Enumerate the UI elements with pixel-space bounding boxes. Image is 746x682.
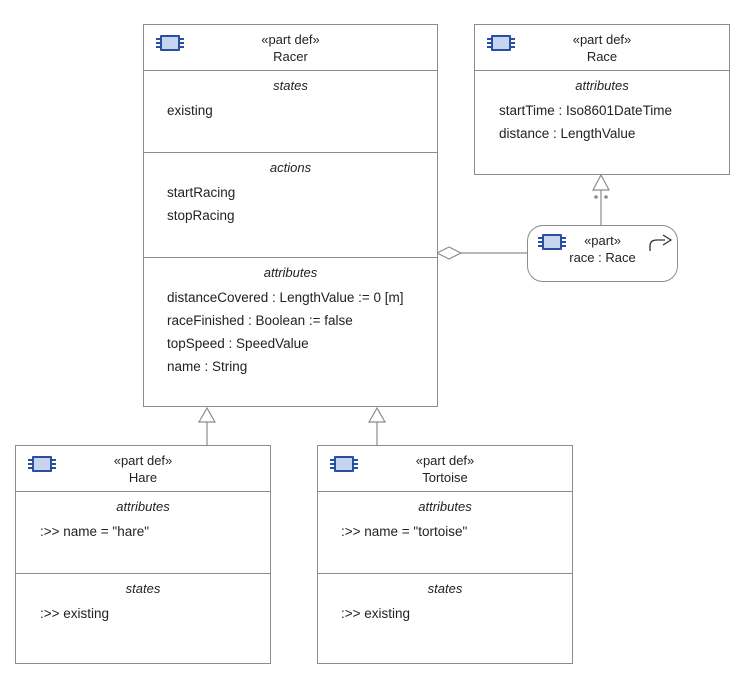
hare-part-def[interactable]: «part def» Hare attributes :>> name = "h…: [15, 445, 271, 664]
racer-attribute-item[interactable]: topSpeed : SpeedValue: [167, 336, 309, 351]
tortoise-attributes-section: attributes :>> name = "tortoise": [318, 491, 572, 574]
hare-attributes-title: attributes: [116, 499, 170, 514]
race-name: Race: [586, 49, 618, 64]
part-def-icon: [330, 456, 358, 472]
racer-attributes-section: attributes distanceCovered : LengthValue…: [144, 257, 437, 408]
tortoise-part-def[interactable]: «part def» Tortoise attributes :>> name …: [317, 445, 573, 664]
racer-stereotype: «part def»: [261, 32, 320, 47]
tortoise-stereotype: «part def»: [415, 453, 475, 468]
race-attributes-title: attributes: [575, 78, 629, 93]
race-part-usage[interactable]: «part» race : Race: [527, 225, 678, 282]
race-usage-stereotype: «part»: [584, 233, 621, 248]
racer-attribute-item[interactable]: name : String: [167, 359, 248, 374]
racer-attribute-item[interactable]: distanceCovered : LengthValue := 0 [m]: [167, 290, 404, 305]
part-def-icon: [487, 35, 515, 51]
racer-header: «part def» Racer: [144, 25, 437, 71]
tortoise-attribute-item[interactable]: :>> name = "tortoise": [341, 524, 468, 539]
hare-header: «part def» Hare: [16, 446, 270, 492]
racer-actions-title: actions: [269, 160, 312, 175]
hare-states-title: states: [125, 581, 161, 596]
racer-name: Racer: [273, 49, 308, 64]
hare-state-item[interactable]: :>> existing: [40, 606, 110, 621]
race-attributes-section: attributes startTime : Iso8601DateTime d…: [475, 70, 729, 176]
race-usage-name: race : Race: [569, 250, 636, 265]
racer-action-item[interactable]: startRacing: [167, 185, 236, 200]
hare-attribute-item[interactable]: :>> name = "hare": [40, 524, 150, 539]
tortoise-states-section: states :>> existing: [318, 573, 572, 664]
tortoise-state-item[interactable]: :>> existing: [341, 606, 411, 621]
race-stereotype: «part def»: [572, 32, 632, 47]
racer-attribute-item[interactable]: raceFinished : Boolean := false: [167, 313, 353, 328]
hare-name: Hare: [128, 470, 158, 485]
part-def-icon: [156, 35, 184, 51]
racer-states-title: states: [273, 78, 308, 93]
reference-arrow-icon: [649, 234, 673, 251]
hare-attributes-section: attributes :>> name = "hare": [16, 491, 270, 574]
race-usage-header: «part» race : Race: [528, 226, 677, 266]
tortoise-attributes-title: attributes: [418, 499, 472, 514]
composition-diamond: [435, 246, 463, 260]
part-def-icon: [28, 456, 56, 472]
tortoise-header: «part def» Tortoise: [318, 446, 572, 492]
hare-states-section: states :>> existing: [16, 573, 270, 664]
racer-part-def[interactable]: «part def» Racer states existing actions…: [143, 24, 438, 407]
definition-dot-left: [594, 195, 598, 199]
definition-dot-right: [604, 195, 608, 199]
hare-generalization-arrowhead: [197, 406, 217, 423]
race-definition-arrowhead: [592, 173, 610, 191]
racer-state-item[interactable]: existing: [167, 103, 213, 118]
racer-states-section: states existing: [144, 70, 437, 153]
racer-action-item[interactable]: stopRacing: [167, 208, 235, 223]
hare-stereotype: «part def»: [113, 453, 173, 468]
race-attribute-item[interactable]: distance : LengthValue: [499, 126, 636, 141]
race-part-def[interactable]: «part def» Race attributes startTime : I…: [474, 24, 730, 175]
tortoise-states-title: states: [427, 581, 463, 596]
tortoise-name: Tortoise: [422, 470, 468, 485]
tortoise-generalization-arrowhead: [367, 406, 387, 423]
race-header: «part def» Race: [475, 25, 729, 71]
part-usage-icon: [538, 234, 566, 250]
racer-attributes-title: attributes: [263, 265, 318, 280]
racer-actions-section: actions startRacing stopRacing: [144, 152, 437, 258]
race-attribute-item[interactable]: startTime : Iso8601DateTime: [499, 103, 673, 118]
